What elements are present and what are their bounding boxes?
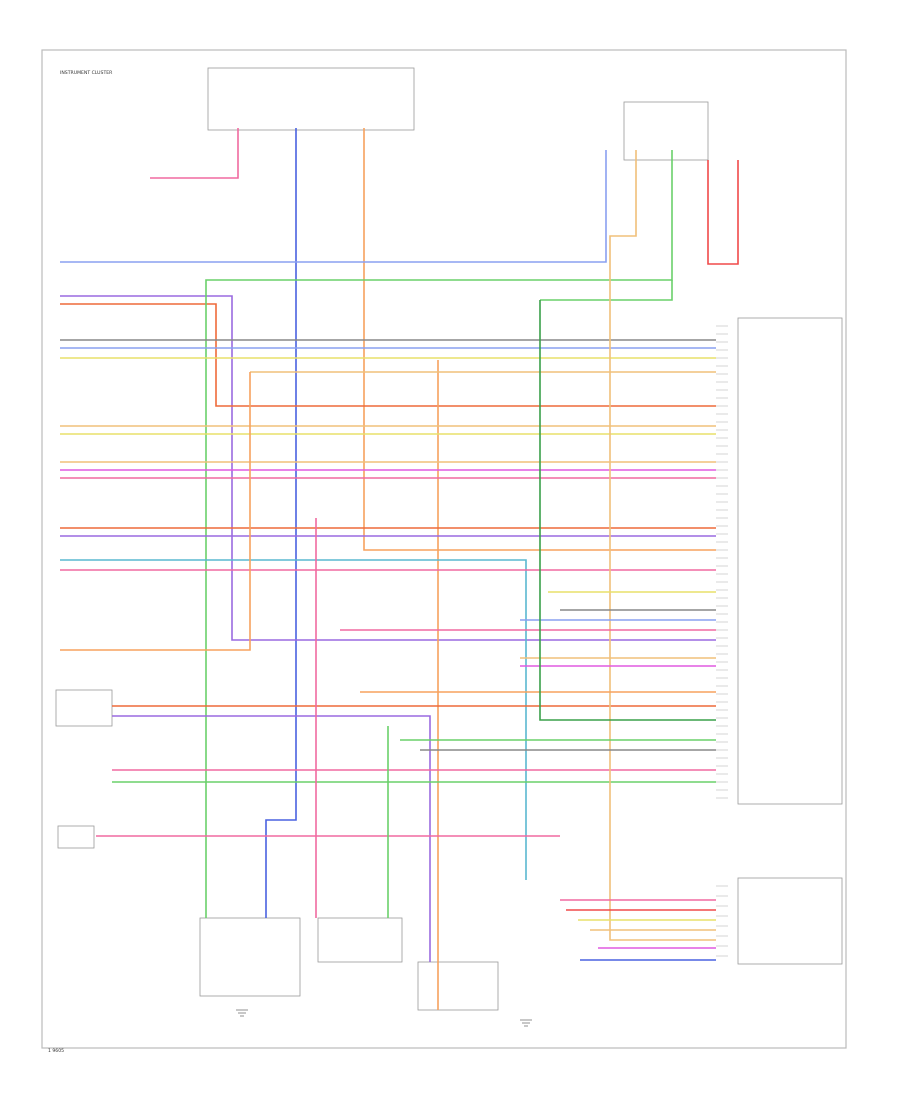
- wire-7: [205, 150, 673, 918]
- wire-40: [539, 300, 716, 721]
- wire-32: [707, 160, 739, 265]
- diagram-frame: [41, 49, 847, 1049]
- wire-31: [609, 150, 716, 941]
- wire-20: [60, 559, 527, 880]
- sensor-box: [57, 825, 95, 849]
- wire-24: [112, 715, 431, 962]
- footer-code: 1 9605: [48, 1048, 64, 1054]
- power-distribution-box: [623, 101, 709, 161]
- tcm-connector-box: [737, 877, 843, 965]
- fuel-sender-box: [199, 917, 301, 997]
- trans-control-box: [55, 689, 113, 727]
- wire-3: [150, 128, 239, 179]
- component-boxes: [55, 67, 843, 1011]
- ground-symbols: [236, 1009, 532, 1027]
- instrument-cluster-label: INSTRUMENT CLUSTER: [60, 70, 113, 76]
- wires: [60, 128, 739, 1010]
- wire-1: [265, 128, 297, 918]
- pcm-connector-box: [737, 317, 843, 805]
- wire-30: [540, 280, 673, 301]
- starter-relay-box: [417, 961, 499, 1011]
- wire-4: [60, 150, 607, 263]
- wire-6: [60, 303, 716, 407]
- instrument-cluster-box: [207, 67, 415, 131]
- wire-5: [60, 295, 716, 641]
- wire-22: [60, 372, 251, 651]
- terminal-ticks: [716, 325, 728, 957]
- lever-switch-box: [317, 917, 403, 963]
- wire-2: [363, 128, 716, 551]
